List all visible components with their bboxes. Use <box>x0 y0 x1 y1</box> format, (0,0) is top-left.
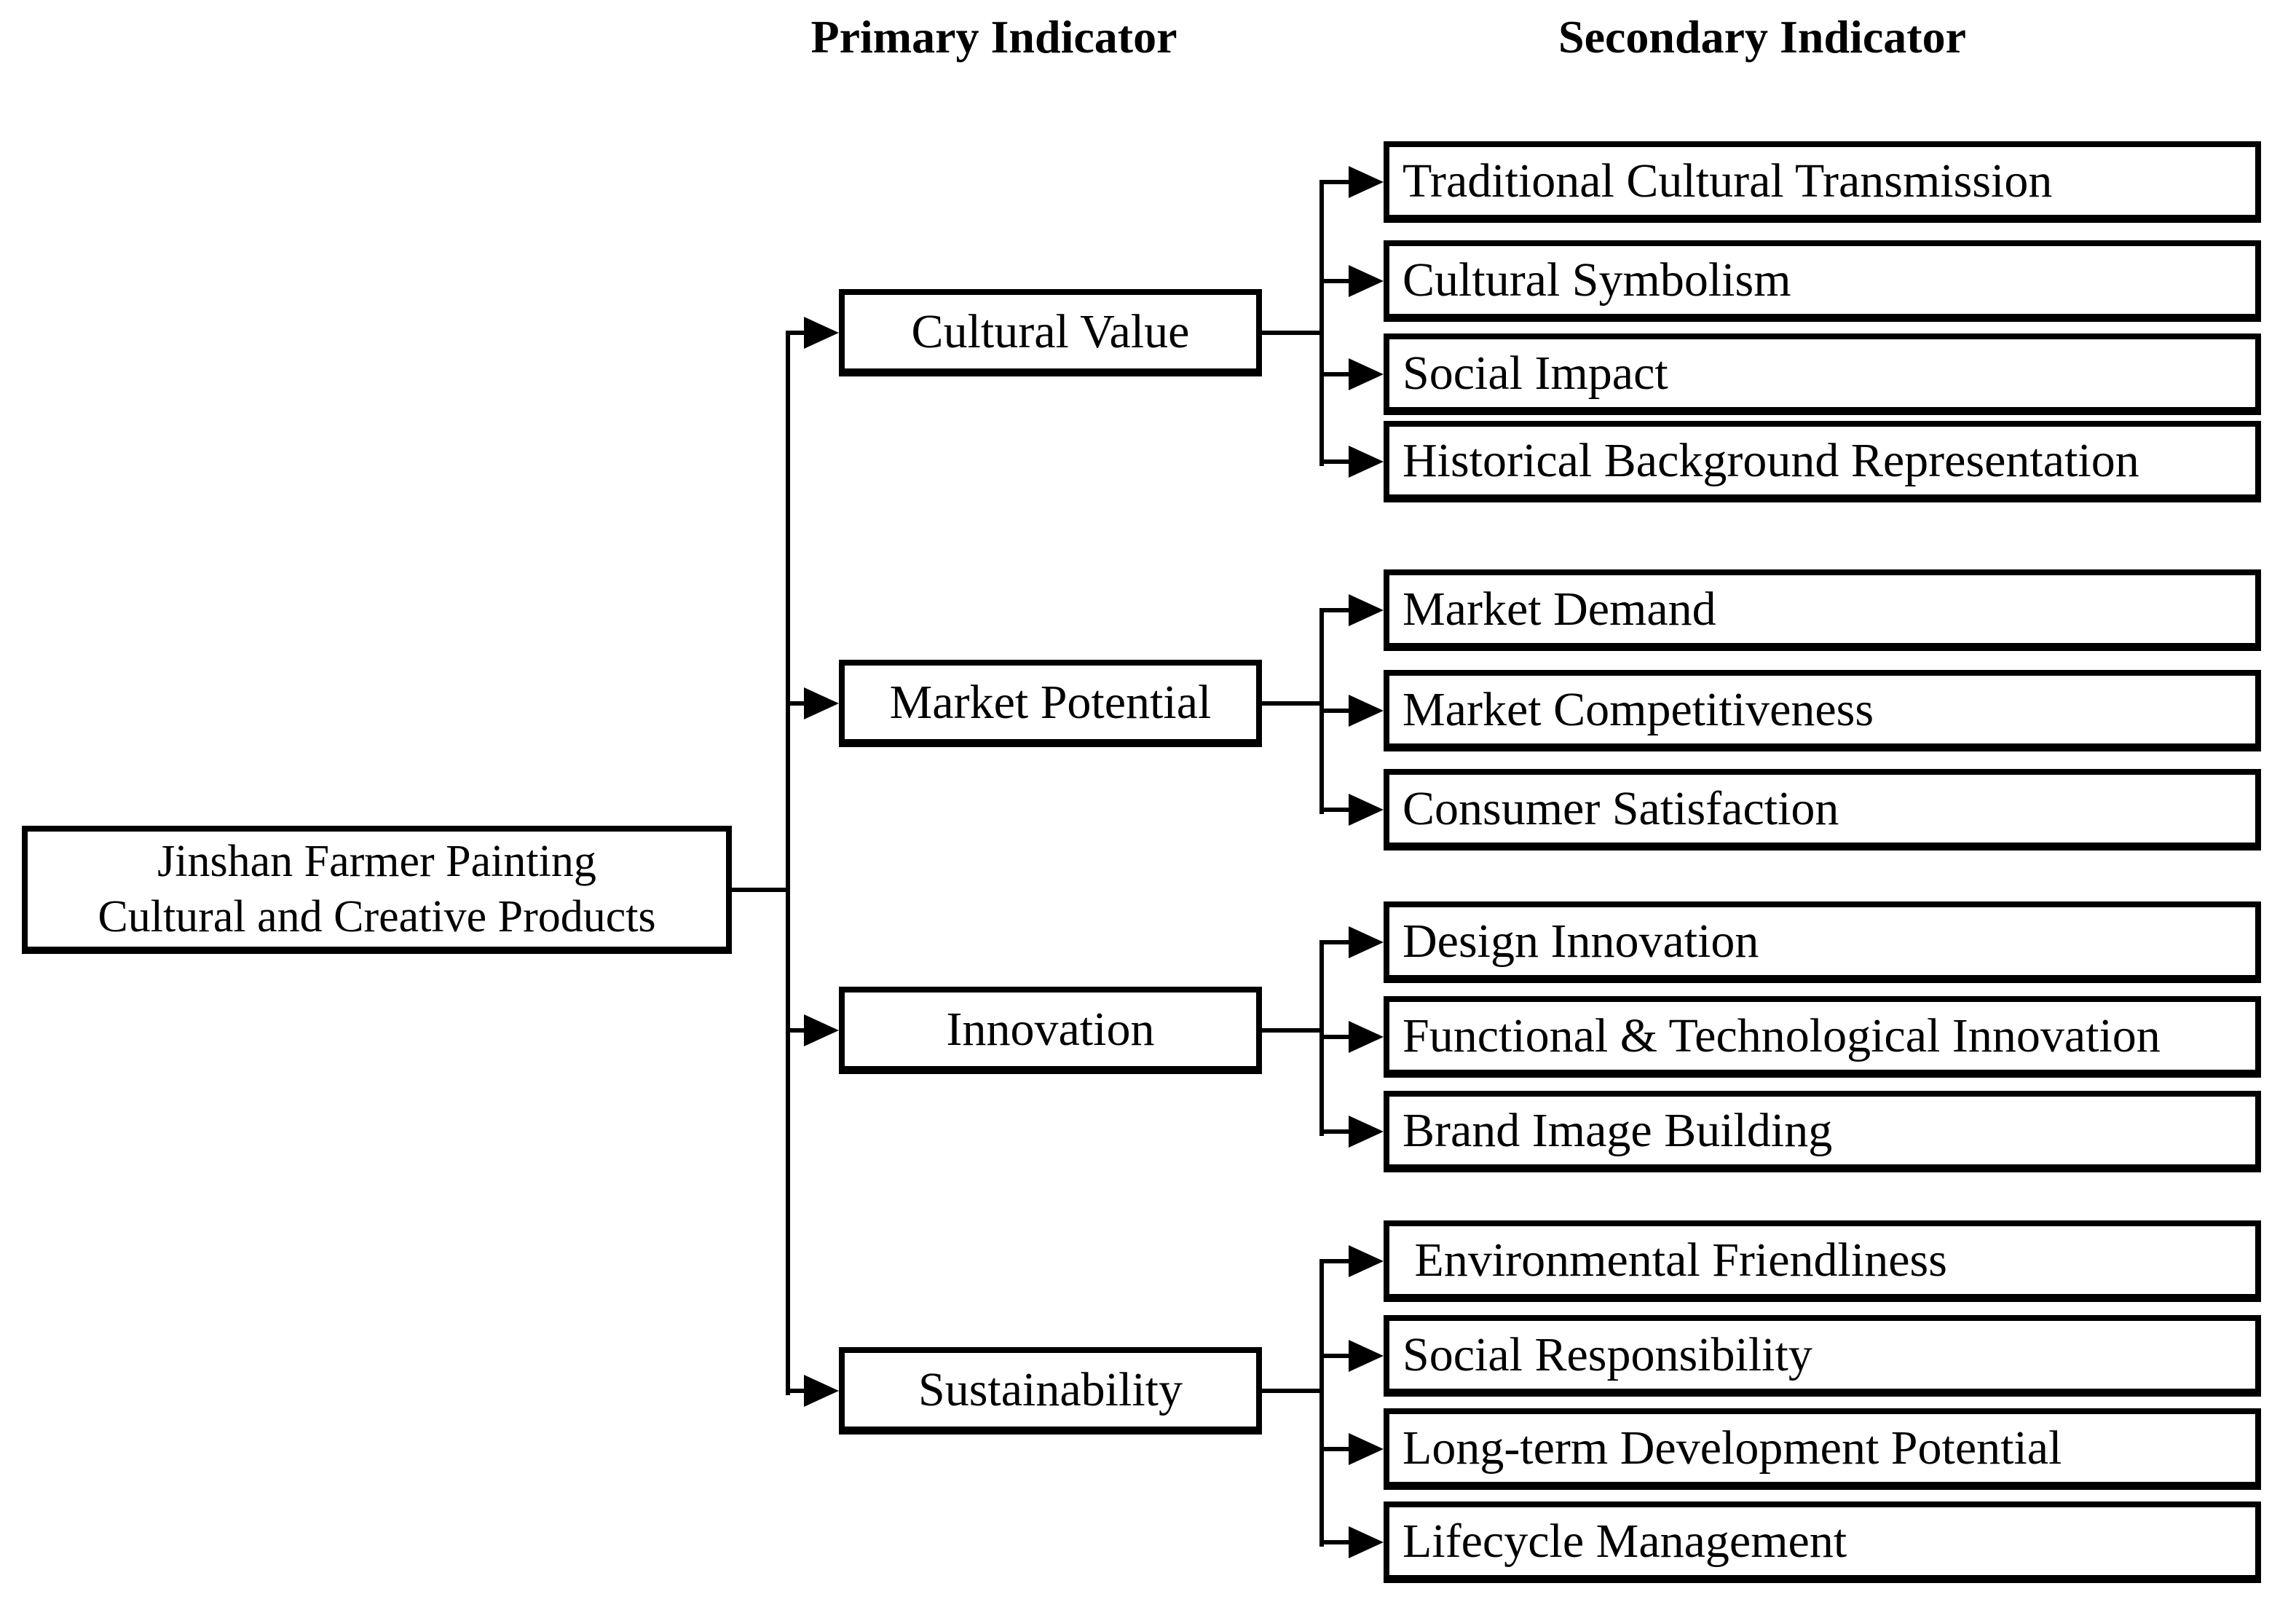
secondary-node: Traditional Cultural Transmission <box>1384 141 2261 223</box>
connector-line <box>1319 709 1352 713</box>
connector-line <box>1319 372 1352 376</box>
secondary-node: Market Demand <box>1384 569 2261 651</box>
arrow-right-icon <box>1349 446 1384 478</box>
secondary-node: Functional & Technological Innovation <box>1384 996 2261 1078</box>
arrow-right-icon <box>804 317 839 349</box>
secondary-node: Cultural Symbolism <box>1384 240 2261 322</box>
connector-line <box>788 1028 807 1033</box>
connector-line <box>788 701 807 706</box>
connector-line <box>1262 1028 1322 1033</box>
root-node: Jinshan Farmer Painting Cultural and Cre… <box>22 826 732 954</box>
connector-line <box>732 888 790 892</box>
connector-line <box>1319 1035 1352 1039</box>
root-node-label-line2: Cultural and Creative Products <box>98 892 656 942</box>
secondary-node: Market Competitiveness <box>1384 670 2261 751</box>
connector-line <box>1319 808 1352 812</box>
arrow-right-icon <box>1349 265 1384 297</box>
root-node-label-line1: Jinshan Farmer Painting <box>157 837 596 886</box>
arrow-right-icon <box>1349 1526 1384 1558</box>
connector-line <box>1319 459 1352 464</box>
connector-line <box>1319 1447 1352 1451</box>
secondary-node: Long-term Development Potential <box>1384 1408 2261 1490</box>
arrow-right-icon <box>1349 1116 1384 1148</box>
secondary-node: Social Impact <box>1384 334 2261 415</box>
arrow-right-icon <box>1349 695 1384 727</box>
connector-line <box>1319 180 1352 184</box>
secondary-node: Design Innovation <box>1384 901 2261 983</box>
arrow-right-icon <box>1349 926 1384 958</box>
primary-node-innovation: Innovation <box>839 987 1262 1074</box>
arrow-right-icon <box>1349 594 1384 626</box>
arrow-right-icon <box>1349 1433 1384 1465</box>
arrow-right-icon <box>1349 1340 1384 1372</box>
arrow-right-icon <box>1349 358 1384 390</box>
primary-node-market-potential: Market Potential <box>839 660 1262 747</box>
connector-line <box>1319 1354 1352 1358</box>
secondary-node: Historical Background Representation <box>1384 421 2261 502</box>
arrow-right-icon <box>1349 1021 1384 1053</box>
secondary-node: Lifecycle Management <box>1384 1502 2261 1583</box>
secondary-node: Environmental Friendliness <box>1384 1220 2261 1302</box>
primary-indicator-header: Primary Indicator <box>810 11 1177 63</box>
arrow-right-icon <box>1349 1245 1384 1277</box>
connector-line <box>1319 940 1352 944</box>
trunk-line <box>1319 1259 1324 1547</box>
secondary-node: Consumer Satisfaction <box>1384 769 2261 851</box>
connector-line <box>1319 608 1352 612</box>
trunk-line <box>1319 180 1324 466</box>
arrow-right-icon <box>804 687 839 719</box>
connector-line <box>1319 1129 1352 1134</box>
arrow-right-icon <box>1349 166 1384 198</box>
arrow-right-icon <box>804 1375 839 1407</box>
connector-line <box>788 331 807 335</box>
arrow-right-icon <box>804 1014 839 1046</box>
connector-line <box>1319 1540 1352 1544</box>
connector-line <box>788 1389 807 1393</box>
connector-line <box>1262 331 1322 335</box>
connector-line <box>1319 1259 1352 1263</box>
trunk-line <box>786 331 790 1395</box>
secondary-node: Brand Image Building <box>1384 1091 2261 1172</box>
connector-line <box>1262 701 1322 706</box>
primary-node-cultural-value: Cultural Value <box>839 289 1262 376</box>
primary-node-sustainability: Sustainability <box>839 1347 1262 1435</box>
arrow-right-icon <box>1349 794 1384 826</box>
secondary-indicator-header: Secondary Indicator <box>1558 11 1966 63</box>
connector-line <box>1319 279 1352 283</box>
connector-line <box>1262 1389 1322 1393</box>
secondary-node: Social Responsibility <box>1384 1315 2261 1397</box>
